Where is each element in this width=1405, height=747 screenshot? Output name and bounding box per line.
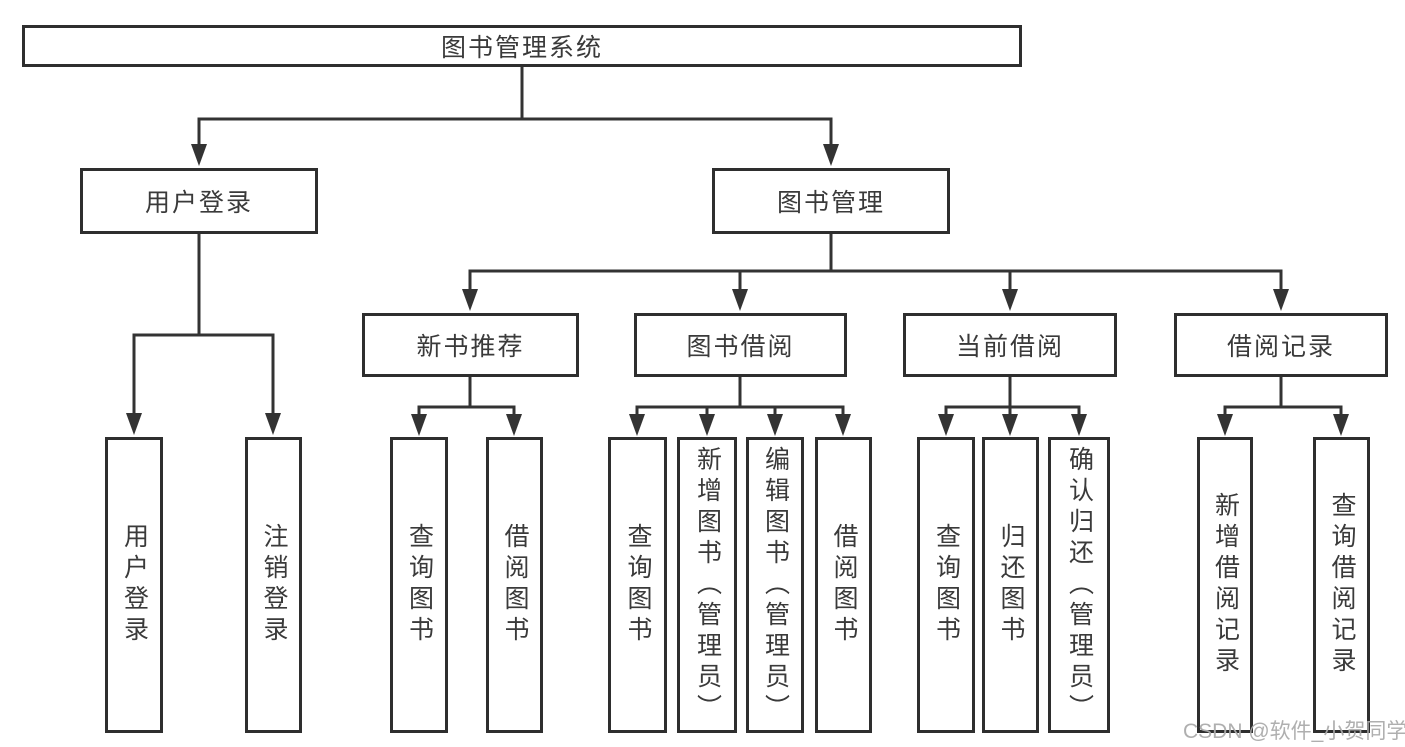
node-book-borrow: 图书借阅 [634,313,847,377]
leaf-current-query-books-label: 查询图书 [932,523,961,647]
node-new-book-recommend-label: 新书推荐 [416,333,525,361]
leaf-borrow-books: 借阅图书 [815,437,872,733]
leaf-return-books: 归还图书 [982,437,1039,733]
leaf-logout-label: 注销登录 [260,523,288,647]
node-book-borrow-label: 图书借阅 [686,333,795,361]
leaf-current-query-books: 查询图书 [917,437,975,733]
node-user-login: 用户登录 [80,168,318,234]
leaf-edit-books-admin: 编辑图书（管理员） [746,437,804,733]
node-current-borrow-label: 当前借阅 [955,333,1064,361]
node-root-label: 图书管理系统 [440,34,603,62]
node-root: 图书管理系统 [22,25,1022,67]
leaf-borrow-query-books: 查询图书 [608,437,667,733]
leaf-confirm-return-admin: 确认归还（管理员） [1048,437,1110,733]
leaf-query-borrow-record-label: 查询借阅记录 [1328,492,1356,678]
leaf-user-login: 用户登录 [105,437,163,733]
node-borrow-record: 借阅记录 [1174,313,1388,377]
leaf-recommend-borrow-books: 借阅图书 [486,437,543,733]
leaf-user-login-label: 用户登录 [120,523,149,647]
leaf-edit-books-admin-label: 编辑图书（管理员） [761,445,790,725]
leaf-add-borrow-record-label: 新增借阅记录 [1211,492,1240,678]
node-new-book-recommend: 新书推荐 [362,313,579,377]
leaf-add-borrow-record: 新增借阅记录 [1197,437,1253,733]
leaf-borrow-query-books-label: 查询图书 [624,523,652,647]
node-current-borrow: 当前借阅 [903,313,1117,377]
leaf-logout: 注销登录 [245,437,302,733]
leaf-borrow-books-label: 借阅图书 [830,523,858,647]
node-book-management: 图书管理 [712,168,950,234]
leaf-recommend-query-books: 查询图书 [390,437,448,733]
leaf-add-books-admin: 新增图书（管理员） [677,437,737,733]
node-user-login-label: 用户登录 [144,189,253,217]
leaf-confirm-return-admin-label: 确认归还（管理员） [1065,445,1094,725]
leaf-recommend-query-books-label: 查询图书 [405,523,434,647]
leaf-return-books-label: 归还图书 [997,523,1025,647]
csdn-watermark: CSDN @软件_小贺同学 [1183,720,1405,743]
node-book-management-label: 图书管理 [776,189,885,217]
leaf-query-borrow-record: 查询借阅记录 [1313,437,1370,733]
node-borrow-record-label: 借阅记录 [1226,333,1335,361]
leaf-add-books-admin-label: 新增图书（管理员） [693,445,722,725]
leaf-recommend-borrow-books-label: 借阅图书 [501,523,529,647]
